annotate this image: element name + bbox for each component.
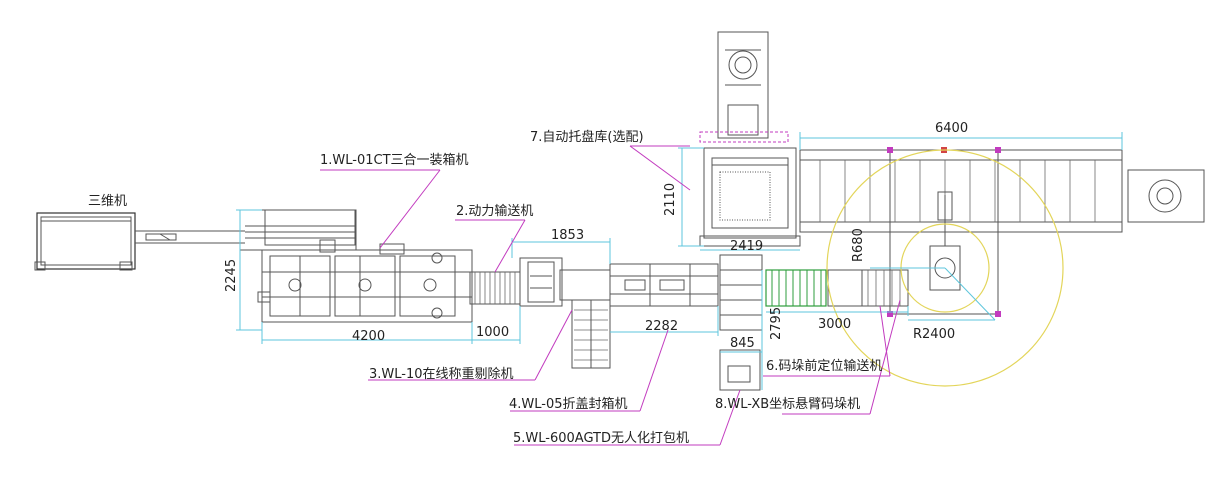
positioning-conveyor bbox=[765, 269, 909, 307]
pallet-magazine bbox=[699, 31, 801, 247]
label-sanwei: 三维机 bbox=[88, 194, 127, 209]
label-item5: 5.WL-600AGTD无人化打包机 bbox=[513, 431, 689, 446]
label-item8: 8.WL-XB坐标悬臂码垛机 bbox=[715, 397, 860, 412]
label-item3: 3.WL-10在线称重剔除机 bbox=[369, 366, 514, 382]
case-packer-machine bbox=[239, 209, 473, 323]
dim-2282: 2282 bbox=[645, 319, 678, 334]
label-item4: 4.WL-05折盖封箱机 bbox=[509, 396, 628, 412]
dim-1000: 1000 bbox=[476, 325, 509, 340]
carton-sealer bbox=[559, 263, 719, 307]
dim-4200: 4200 bbox=[352, 329, 385, 344]
label-item1: 1.WL-01CT三合一装箱机 bbox=[320, 152, 469, 168]
dim-6400: 6400 bbox=[935, 121, 968, 136]
dim-845: 845 bbox=[730, 336, 755, 351]
power-conveyor bbox=[469, 271, 521, 305]
dim-r680: R680 bbox=[851, 228, 866, 262]
strapping-machine bbox=[719, 254, 763, 391]
dim-2110: 2110 bbox=[663, 183, 678, 216]
label-item6: 6.码垛前定位输送机 bbox=[766, 358, 882, 374]
cantilever-palletizer bbox=[799, 147, 1205, 317]
checkweigher bbox=[519, 257, 611, 369]
dimension-lines bbox=[236, 132, 1123, 390]
dim-3000: 3000 bbox=[818, 317, 851, 332]
dim-2795: 2795 bbox=[769, 307, 784, 340]
sanwei-machine bbox=[34, 212, 245, 271]
dim-1853: 1853 bbox=[551, 228, 584, 243]
dim-2419: 2419 bbox=[730, 239, 763, 254]
dim-2245: 2245 bbox=[224, 259, 239, 292]
dim-r2400: R2400 bbox=[913, 327, 955, 342]
leader-lines bbox=[320, 145, 901, 446]
label-item7: 7.自动托盘库(选配) bbox=[530, 129, 644, 145]
label-item2: 2.动力输送机 bbox=[456, 203, 533, 219]
